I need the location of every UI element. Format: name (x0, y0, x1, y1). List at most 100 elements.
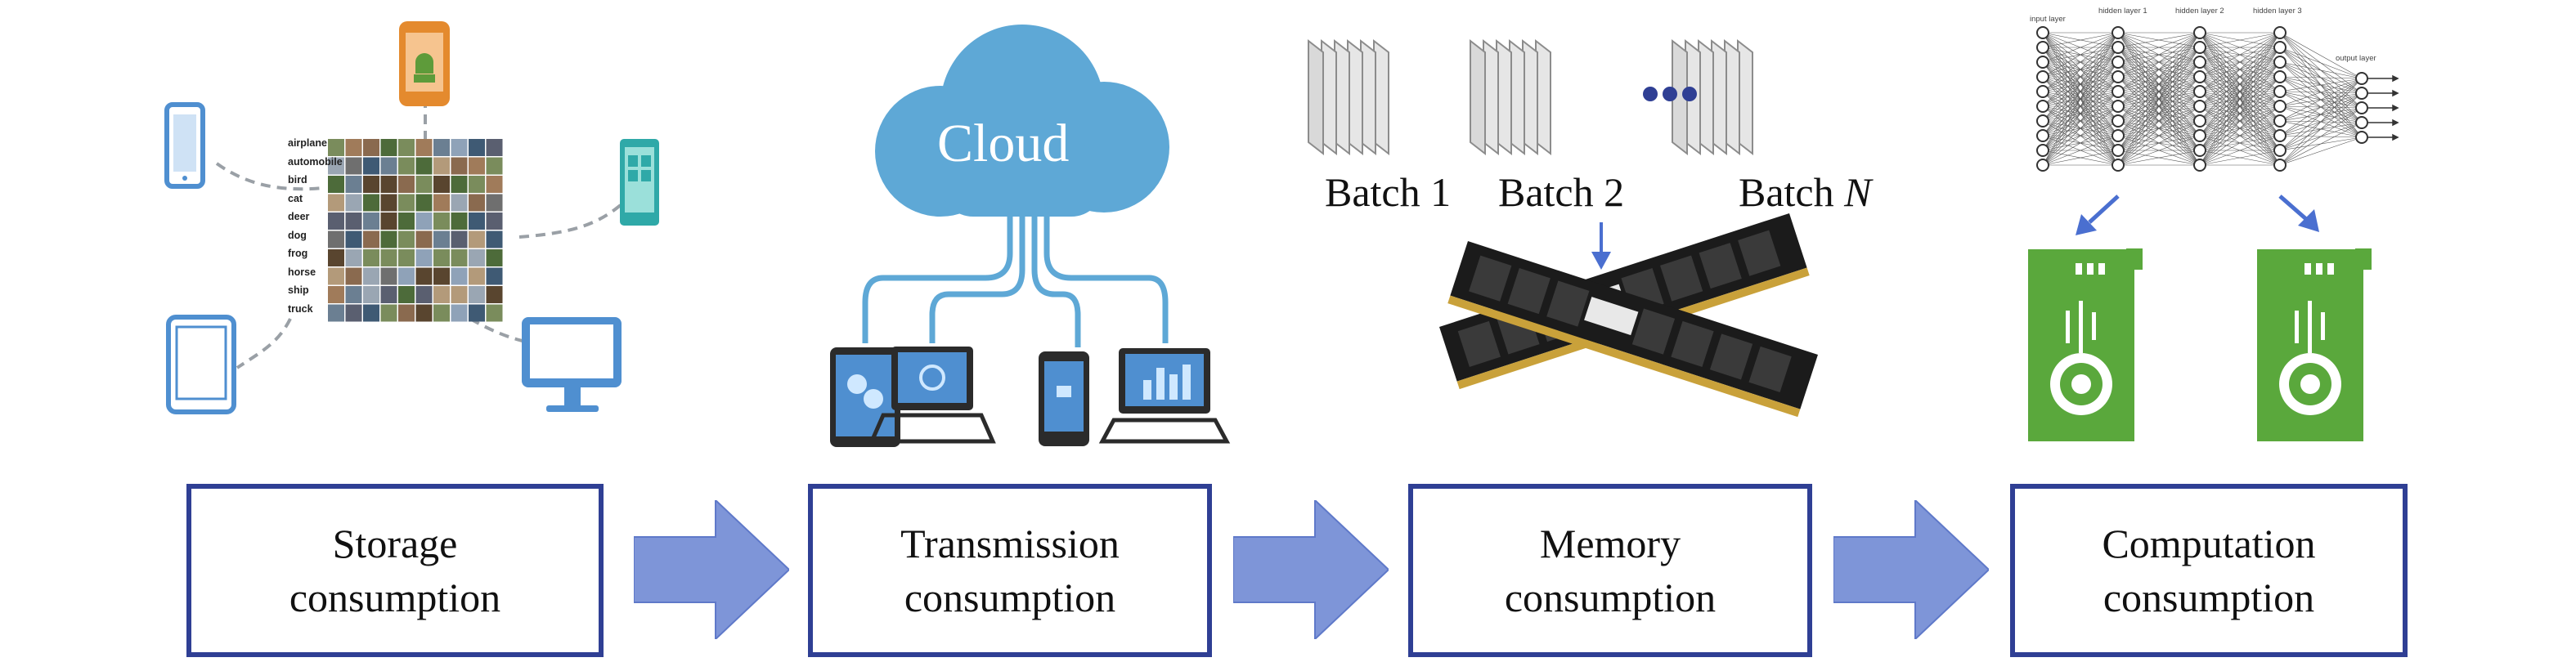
nn-node (2355, 116, 2368, 129)
dataset-image-tile (486, 176, 503, 193)
dataset-image-tile (398, 157, 415, 175)
nn-node (2112, 85, 2125, 98)
laptop-device-icon (868, 347, 996, 444)
stage-label-line1: Transmission (900, 521, 1120, 566)
dataset-image-tile (451, 267, 468, 285)
dataset-image-tile (415, 286, 433, 303)
dataset-image-tile (398, 212, 415, 230)
nn-output-arrowhead (2392, 119, 2399, 127)
dataset-image-tile (433, 249, 450, 266)
nn-edge (2279, 92, 2363, 166)
dataset-image-tile (415, 157, 433, 175)
dataset-image-tile (486, 139, 503, 156)
nn-node (2193, 100, 2206, 113)
nn-edge (2279, 136, 2363, 166)
gpu-icon (2257, 248, 2372, 441)
dataset-image-tile (451, 249, 468, 266)
dataset-image-tile (486, 286, 503, 303)
nn-edge (2199, 32, 2281, 151)
storage-illustration (164, 21, 659, 414)
nn-edge (2279, 78, 2363, 166)
nn-node (2193, 114, 2206, 127)
nn-edge (2279, 78, 2363, 107)
dataset-image-tile (380, 176, 397, 193)
network-lines (862, 160, 1169, 347)
nn-node (2036, 159, 2049, 172)
cloud-label: Cloud (937, 114, 1070, 173)
dataset-image-tile (380, 304, 397, 322)
dataset-image-tile (363, 176, 379, 193)
output-arrows (2368, 74, 2399, 141)
nn-node (2112, 100, 2125, 113)
nn-node (2355, 72, 2368, 85)
nn-edge (2199, 76, 2281, 166)
dataset-image-tile (380, 212, 397, 230)
nn-output-arrowhead (2392, 74, 2399, 83)
nn-edge (2042, 32, 2119, 151)
nn-edge (2117, 32, 2201, 122)
nn-edge (2199, 32, 2281, 136)
nn-edge (2117, 76, 2201, 166)
smartphone-icon (164, 102, 205, 189)
nn-edge (2199, 105, 2281, 166)
dataset-image-tile (433, 157, 450, 175)
dataset-image-tile (363, 212, 379, 230)
nn-node (2273, 114, 2287, 127)
nn-edge (2042, 91, 2119, 166)
dataset-image-tile (433, 230, 450, 248)
nn-node (2193, 144, 2206, 157)
dataset-image-tile (328, 286, 344, 303)
dataset-image-tile (415, 176, 433, 193)
dataset-image-tile (363, 249, 379, 266)
nn-node (2036, 144, 2049, 157)
dataset-image-grid (328, 139, 503, 322)
nn-edge (2042, 105, 2119, 166)
nn-node (2273, 144, 2287, 157)
dataset-image-tile (328, 176, 344, 193)
nn-node (2193, 41, 2206, 54)
nn-node (2112, 41, 2125, 54)
dataset-image-tile (451, 157, 468, 175)
dataset-image-tile (451, 194, 468, 212)
nn-edge (2042, 32, 2119, 92)
nn-edge (2042, 32, 2119, 48)
batch-to-memory-arrow (1591, 222, 1611, 270)
dataset-image-tile (486, 249, 503, 266)
dataset-image-tile (345, 304, 362, 322)
class-label: dog (288, 229, 307, 241)
gpu-icon (2028, 248, 2143, 441)
memory-illustration (1308, 38, 1818, 418)
tablet-icon (166, 315, 236, 414)
nn-edge (2042, 135, 2119, 166)
dataset-image-tile (469, 267, 485, 285)
dataset-image-tile (433, 212, 450, 230)
dataset-image-tile (415, 249, 433, 266)
nn-node (2036, 41, 2049, 54)
desktop-device-icon (1098, 348, 1231, 444)
dataset-image-tile (345, 249, 362, 266)
ellipsis-dots (1643, 87, 1697, 101)
computation-illustration (2028, 26, 2399, 441)
nn-node (2112, 159, 2125, 172)
dataset-image-tile (415, 194, 433, 212)
nn-edge (2117, 32, 2201, 92)
dataset-image-tile (486, 267, 503, 285)
dataset-image-tile (486, 157, 503, 175)
dataset-image-tile (415, 212, 433, 230)
nn-node (2273, 100, 2287, 113)
nn-edge (2117, 32, 2201, 63)
dataset-image-tile (328, 212, 344, 230)
nn-node (2036, 129, 2049, 142)
dataset-image-tile (398, 194, 415, 212)
nn-node (2036, 56, 2049, 69)
nn-label-hidden-3: hidden layer 3 (2253, 7, 2302, 16)
dataset-image-tile (363, 286, 379, 303)
nn-edge (2117, 32, 2201, 107)
class-label: deer (288, 211, 310, 222)
nn-edge (2199, 61, 2281, 166)
dataset-image-tile (345, 286, 362, 303)
dataset-image-tile (415, 304, 433, 322)
nn-node (2193, 129, 2206, 142)
stage-label-line1: Memory (1539, 521, 1681, 566)
nn-edge (2042, 32, 2119, 78)
